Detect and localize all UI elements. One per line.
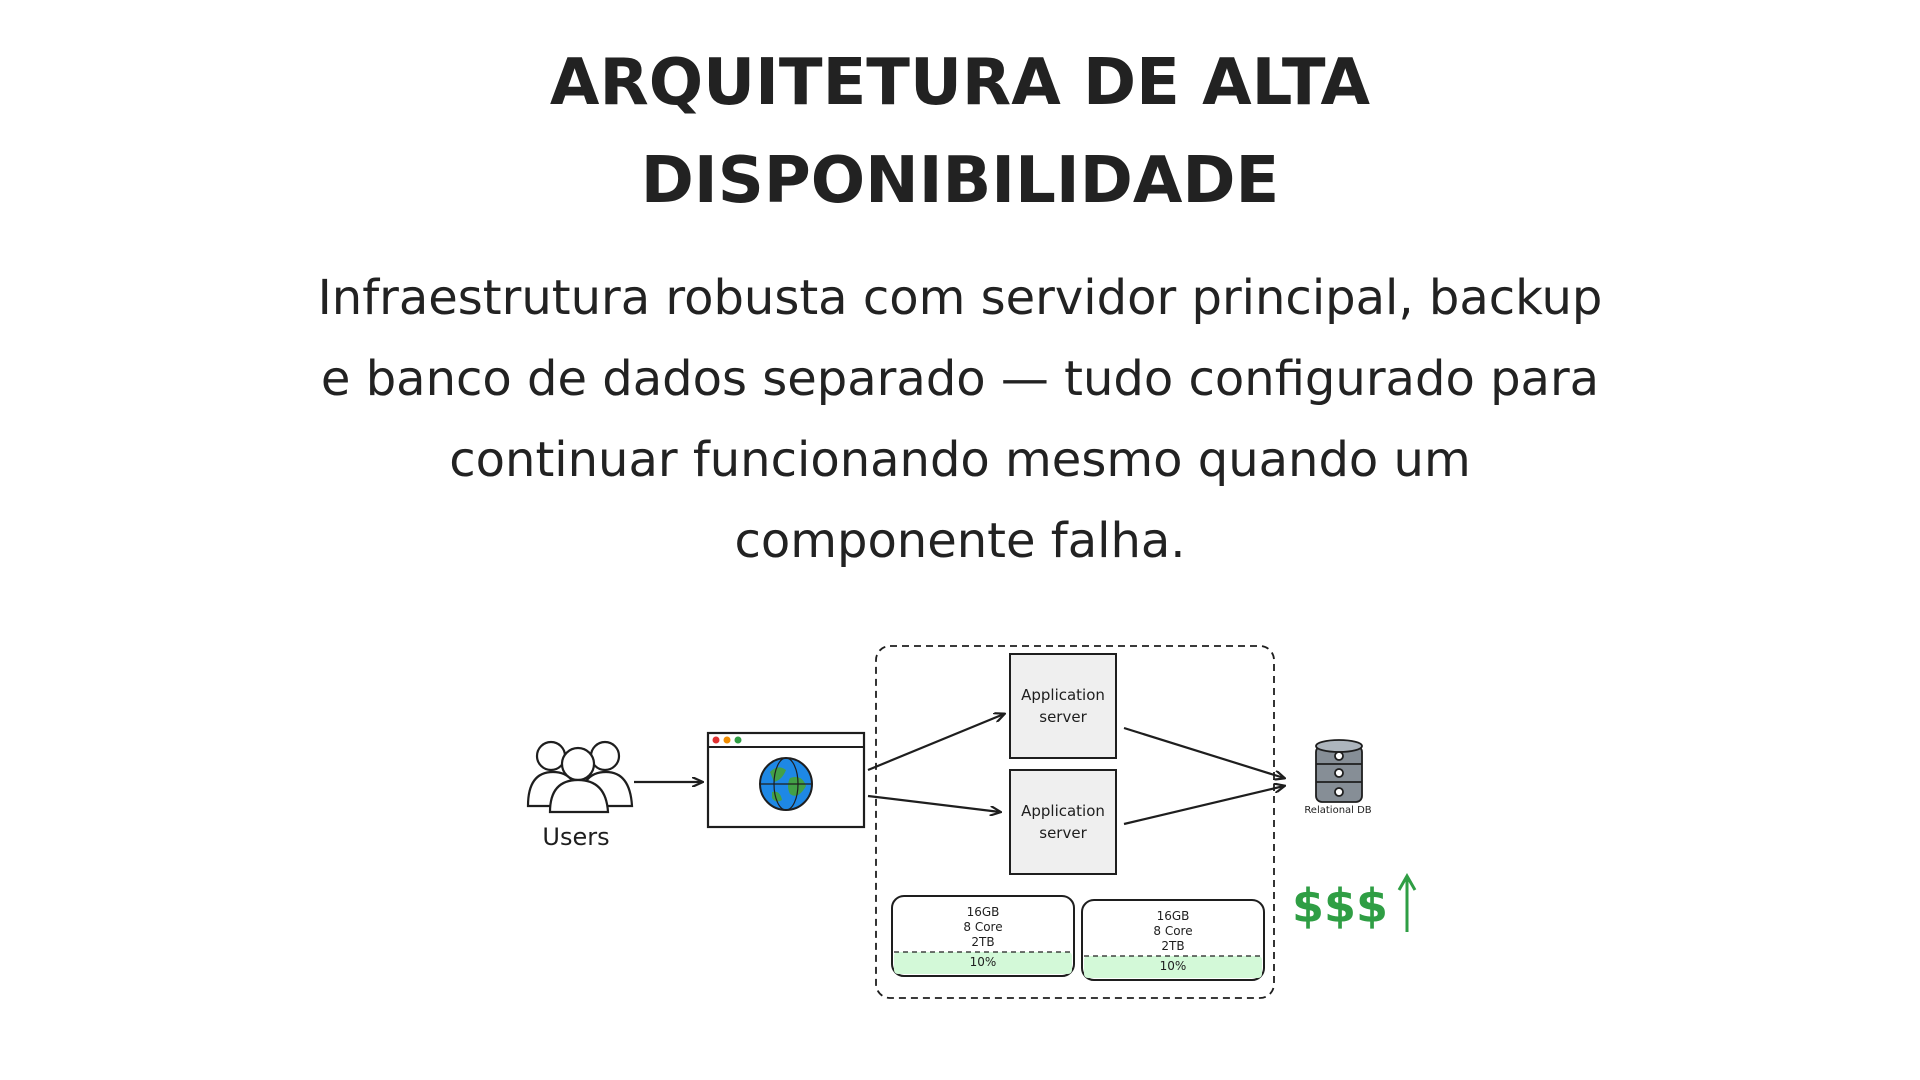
users-label: Users <box>542 823 609 851</box>
usage-fill-right <box>1084 956 1262 978</box>
cluster-boundary <box>875 645 1275 999</box>
page-subtitle: Infraestrutura robusta com servidor prin… <box>240 258 1680 582</box>
cost-up-arrow-icon <box>1397 872 1417 932</box>
subtitle-line-3: continuar funcionando mesmo quando um <box>449 432 1471 488</box>
usage-fill-left <box>894 952 1072 974</box>
window-minimize-dot <box>723 736 731 744</box>
page-title-line-1: ARQUITETURA DE ALTA <box>549 46 1371 120</box>
page-title-line-2: DISPONIBILIDADE <box>640 144 1280 218</box>
subtitle-line-2: e banco de dados separado — tudo configu… <box>320 351 1600 407</box>
database-icon <box>1315 739 1363 803</box>
globe-icon <box>759 757 813 811</box>
spec-card-right: 16GB 8 Core 2TB 10% <box>1081 899 1265 981</box>
spec-left-usage: 10% <box>970 955 997 969</box>
spec-right-usage: 10% <box>1160 959 1187 973</box>
application-server-top: Application server <box>1009 653 1117 759</box>
subtitle-line-1: Infraestrutura robusta com servidor prin… <box>317 270 1603 326</box>
spec-left-ram: 16GB <box>967 905 1000 919</box>
server-top-label-line-1: Application <box>1021 686 1105 704</box>
spec-right-cores: 8 Core <box>1153 924 1192 938</box>
application-server-bottom: Application server <box>1009 769 1117 875</box>
arrow-browser-to-server-bottom <box>867 794 1000 812</box>
arrow-server-bottom-to-db <box>1123 786 1284 826</box>
page-title: ARQUITETURA DE ALTA DISPONIBILIDADE <box>0 34 1920 230</box>
arrow-browser-to-server-top <box>867 714 1004 772</box>
server-top-label-line-2: server <box>1039 708 1087 726</box>
subtitle-line-4: componente falha. <box>734 513 1186 569</box>
spec-card-left: 16GB 8 Core 2TB 10% <box>891 895 1075 977</box>
spec-right-ram: 16GB <box>1157 909 1190 923</box>
db-label: Relational DB <box>1304 805 1371 816</box>
cost-label: $$$ <box>1292 879 1388 933</box>
spec-left-disk: 2TB <box>971 935 994 949</box>
server-bottom-label-line-1: Application <box>1021 802 1105 820</box>
spec-right-disk: 2TB <box>1161 939 1184 953</box>
window-maximize-dot <box>734 736 742 744</box>
window-close-dot <box>712 736 720 744</box>
users-icon <box>526 740 634 814</box>
arrow-server-top-to-db <box>1123 726 1284 778</box>
spec-left-cores: 8 Core <box>963 920 1002 934</box>
server-bottom-label-line-2: server <box>1039 824 1087 842</box>
